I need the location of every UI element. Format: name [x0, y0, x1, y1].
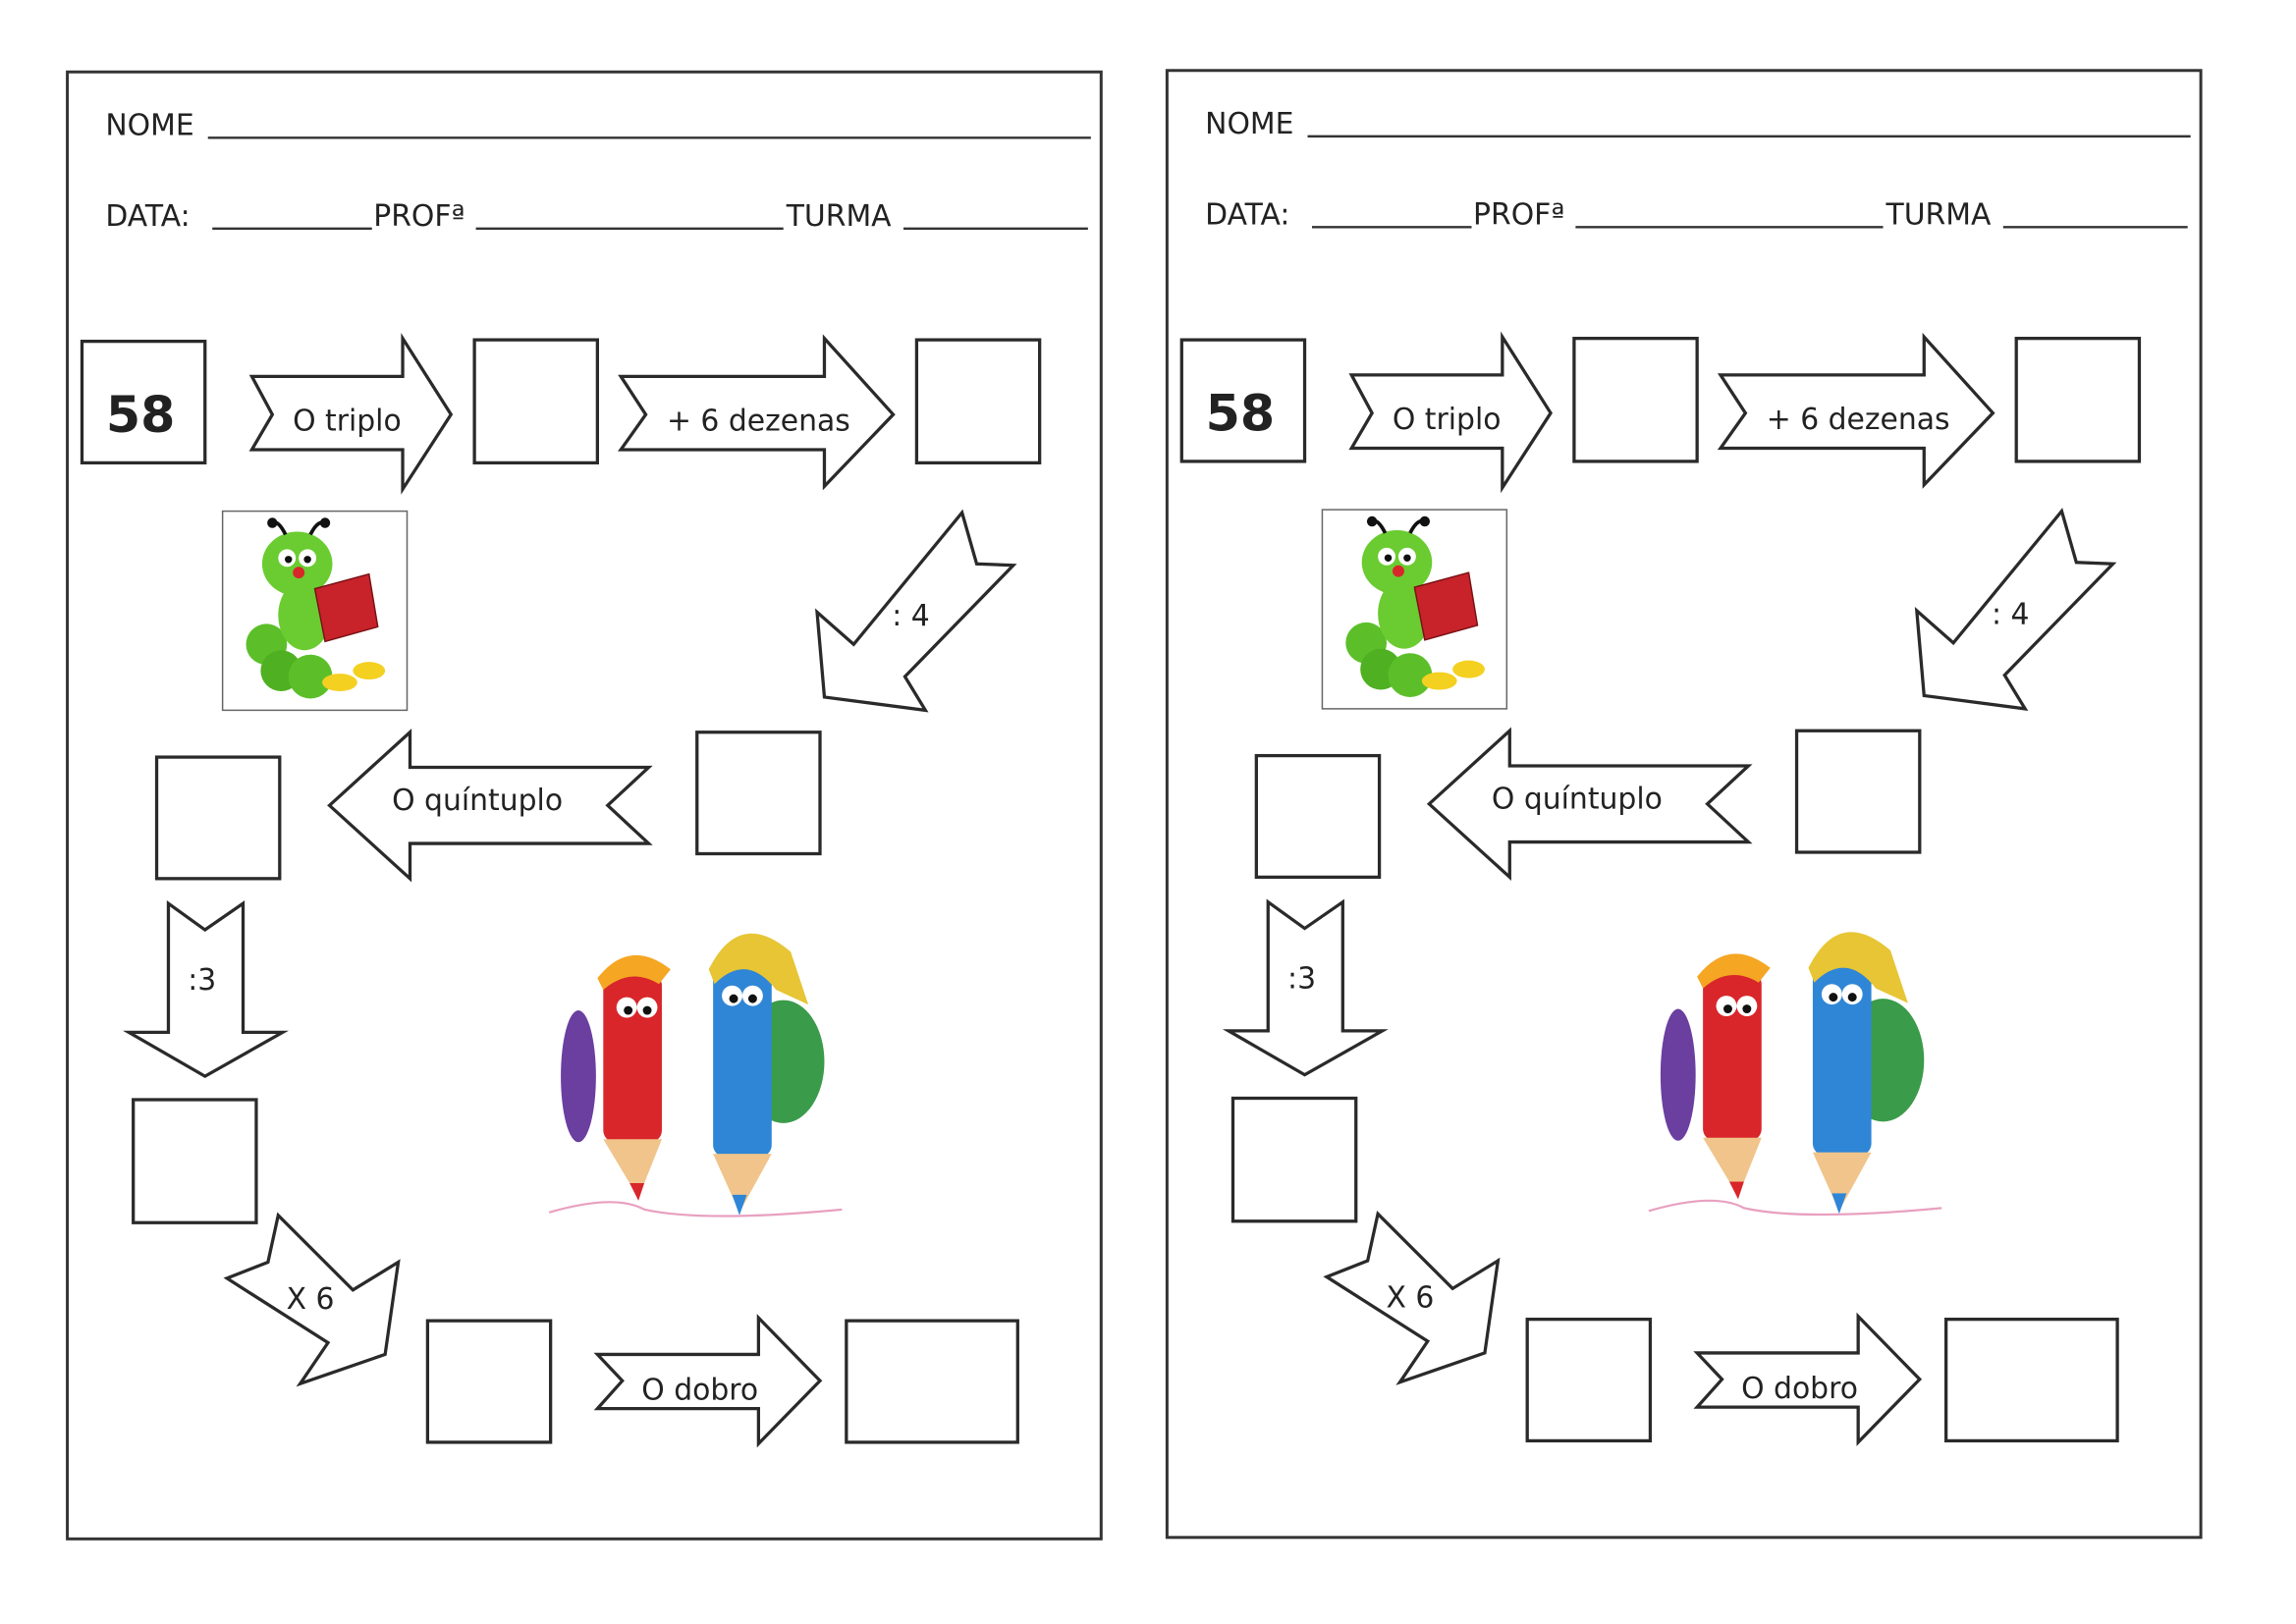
caterpillar-reading-picture	[221, 510, 409, 712]
step-label-divide-3: :3	[188, 963, 216, 998]
start-number: 58	[106, 386, 176, 444]
teacher-label: PROFª	[373, 199, 465, 234]
arrow-down-left-icon	[1914, 508, 2117, 711]
arrow-right-icon	[593, 1314, 823, 1448]
answer-box-6[interactable]	[1525, 1318, 1653, 1443]
step-label-times-6: X 6	[1386, 1281, 1434, 1316]
date-label: DATA:	[1205, 197, 1289, 232]
arrow-left-icon	[327, 729, 653, 883]
arrow-right-icon	[248, 332, 454, 495]
arrow-right-icon	[618, 334, 896, 491]
step-label-times-6: X 6	[287, 1282, 335, 1317]
step-label-dobro: O dobro	[641, 1374, 758, 1408]
step-label-triplo: O triplo	[1393, 403, 1502, 437]
worksheet: NOME DATA: PROFª TURMA 58 O triplo + 6 d…	[1165, 69, 2203, 1540]
class-label: TURMA	[1886, 197, 1992, 232]
answer-box-6[interactable]	[425, 1319, 553, 1444]
answer-box-2[interactable]	[914, 338, 1042, 465]
pencil-characters-picture	[1648, 932, 1942, 1217]
step-label-quintuplo: O quíntuplo	[392, 784, 563, 818]
answer-box-4[interactable]	[1254, 753, 1382, 879]
answer-box-3[interactable]	[695, 731, 822, 856]
caterpillar-reading-picture	[1321, 509, 1508, 710]
answer-box-5[interactable]	[1230, 1096, 1358, 1223]
answer-box-4[interactable]	[154, 755, 282, 881]
step-label-divide-4: : 4	[1992, 597, 2029, 631]
answer-box-3[interactable]	[1794, 729, 1922, 854]
step-label-divide-4: : 4	[892, 599, 930, 633]
answer-box-1[interactable]	[472, 338, 599, 465]
step-label-dezenas: + 6 dezenas	[667, 405, 850, 439]
name-label: NOME	[105, 108, 193, 142]
arrow-down-left-icon	[815, 509, 1017, 713]
start-number-box	[80, 339, 207, 465]
date-label: DATA:	[105, 199, 190, 234]
step-label-triplo: O triplo	[293, 405, 402, 439]
teacher-label: PROFª	[1473, 197, 1564, 232]
class-label: TURMA	[786, 199, 892, 234]
arrow-down-right-icon	[1323, 1211, 1501, 1385]
arrow-left-icon	[1426, 727, 1753, 882]
worksheet: NOME DATA: PROFª TURMA 58 O triplo + 6 d…	[66, 70, 1103, 1541]
step-label-dezenas: + 6 dezenas	[1767, 403, 1950, 437]
arrow-down-icon	[123, 899, 290, 1079]
answer-box-2[interactable]	[2014, 336, 2142, 463]
start-number: 58	[1206, 385, 1276, 443]
pencil-characters-picture	[548, 933, 843, 1218]
answer-box-1[interactable]	[1572, 336, 1699, 463]
start-number-box	[1179, 338, 1307, 463]
arrow-down-right-icon	[223, 1212, 401, 1387]
arrow-right-icon	[1348, 331, 1553, 494]
step-label-quintuplo: O quíntuplo	[1492, 782, 1663, 816]
answer-box-5[interactable]	[132, 1098, 258, 1224]
final-answer-box[interactable]	[1943, 1318, 2119, 1443]
name-label: NOME	[1205, 107, 1293, 141]
arrow-right-icon	[1693, 1312, 1923, 1446]
final-answer-box[interactable]	[845, 1319, 1019, 1444]
step-label-divide-3: :3	[1287, 962, 1316, 997]
arrow-right-icon	[1717, 332, 1995, 489]
arrow-down-icon	[1222, 898, 1389, 1077]
step-label-dobro: O dobro	[1741, 1372, 1858, 1406]
